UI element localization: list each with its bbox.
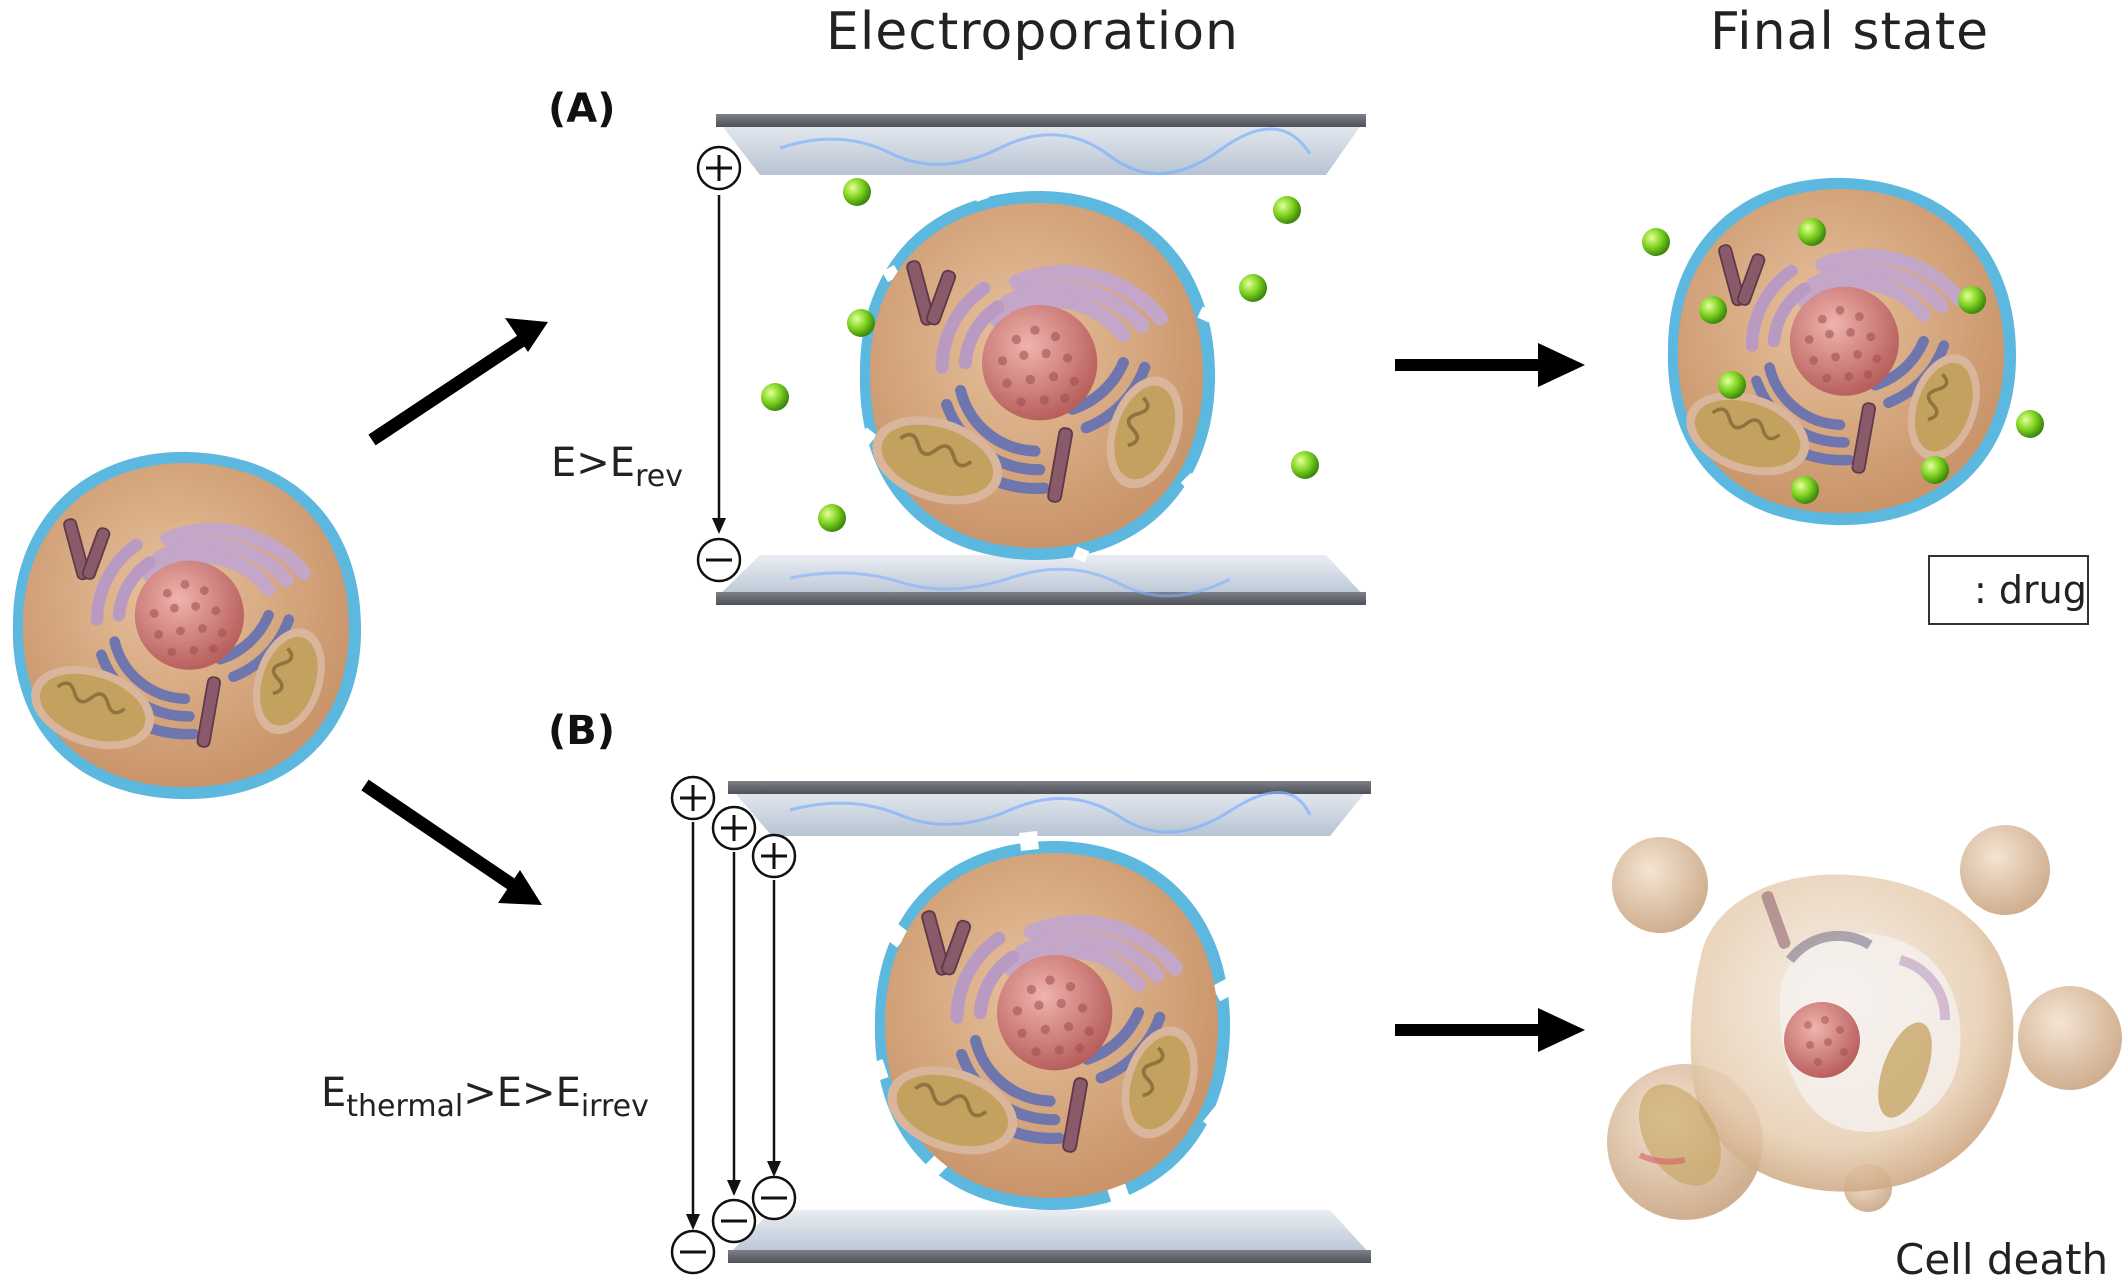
panel-b-chamber (670, 775, 1371, 1275)
panel-a-chamber (696, 114, 1366, 605)
drug-particles-a (761, 178, 1319, 532)
panel-a-label: (A) (548, 86, 616, 132)
field-mid: >E>E (463, 1070, 581, 1116)
arrow-to-panel-b (361, 779, 524, 896)
panel-b-label: (B) (548, 708, 616, 754)
panel-a-field-condition: E>Erev (551, 440, 683, 494)
panel-b-field-condition: Ethermal>E>Eirrev (321, 1070, 649, 1124)
field-sub-irrev: irrev (580, 1089, 649, 1124)
arrow-to-panel-a (368, 329, 534, 446)
legend-text: : drug (1974, 568, 2087, 612)
field-e-thermal-e: E (321, 1070, 347, 1116)
original-cell (12, 451, 362, 800)
header-electroporation: Electroporation (826, 2, 1239, 62)
drug-legend: : drug (1928, 555, 2089, 625)
final-cell-with-drug (1667, 177, 2017, 526)
field-sub-rev: rev (635, 459, 683, 494)
field-sub-thermal: thermal (346, 1089, 464, 1124)
field-e-text: E>E (551, 440, 636, 486)
dead-cell (1607, 825, 2122, 1220)
cell-death-caption: Cell death (1895, 1235, 2109, 1284)
header-final-state: Final state (1710, 2, 1990, 62)
